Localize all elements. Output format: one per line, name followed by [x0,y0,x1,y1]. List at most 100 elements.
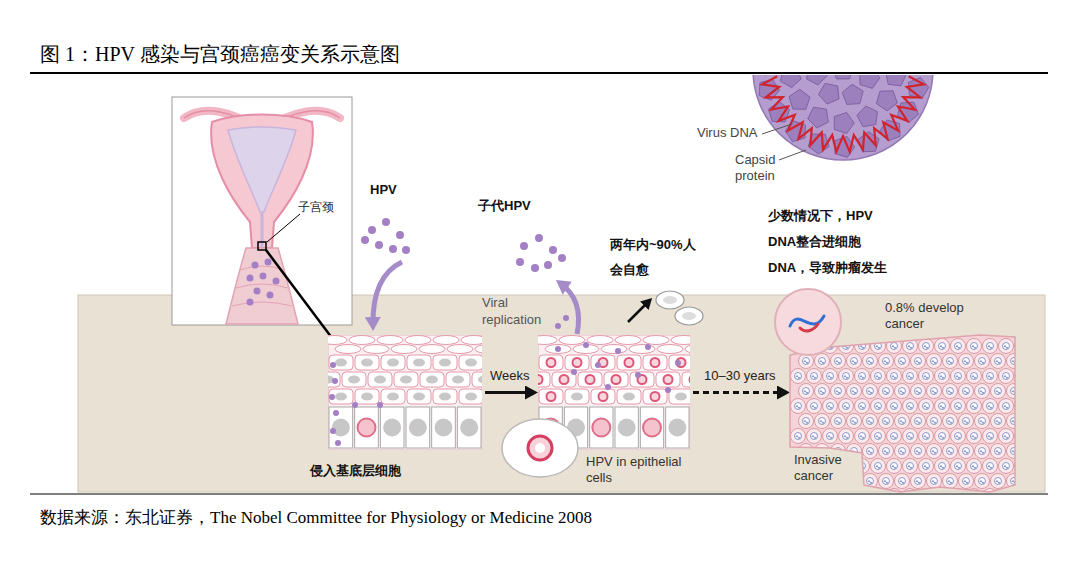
dna-squiggle [796,436,800,439]
cell-nucleus [795,433,802,440]
dna-squiggle [908,406,912,409]
cell-nucleus [963,418,970,425]
leader-line [762,124,792,134]
hpv-dot [558,254,566,262]
cell-nucleus [374,376,386,384]
uterus-drawing [184,111,340,324]
dna-squiggle [908,376,912,379]
dna-squiggle [932,361,936,364]
dna-squiggle [988,436,992,439]
dna-squiggle [940,406,944,409]
basal-cell [355,407,379,448]
cell-nucleus [843,403,850,410]
dna-squiggle [972,406,976,409]
cancer-cell [879,384,894,399]
dna-squiggle [900,421,904,424]
dna-squiggle [1004,406,1008,409]
cancer-cell [863,414,878,429]
cell-nucleus [843,463,850,470]
dna-squiggle [820,391,824,394]
cancer-cell [791,429,806,444]
cell-nucleus [939,493,946,500]
hpv-dot [402,246,410,254]
cancer-cell [831,384,846,399]
inset-frame [172,97,352,325]
squamous-cell [559,336,585,345]
dna-squiggle [836,481,840,484]
hpv-dot [396,231,404,239]
hpv-dot [615,348,621,354]
dna-squiggle [876,496,880,499]
cell-nucleus [979,448,986,455]
epithelial-cell [355,389,379,404]
cancer-cell [863,444,878,459]
cell-nucleus [867,418,874,425]
cell-nucleus [663,296,677,304]
cancer-cell [999,369,1014,384]
cell-nucleus [439,393,451,401]
dna-squiggle [940,346,944,349]
dna-squiggle [828,496,832,499]
hpv-dot [520,242,528,250]
cell-nucleus [335,393,347,401]
cell-nucleus [426,376,438,384]
cell-nucleus [1003,343,1010,350]
cancer-cell [791,489,806,504]
title-rule [30,72,1048,74]
basal-cell [640,407,663,448]
cell-nucleus [819,388,826,395]
epithelial-cell [617,389,641,404]
hpv-dot [645,344,651,350]
hpv-dot [549,246,557,254]
dna-squiggle [988,466,992,469]
hpv-dot [352,402,358,408]
cell-nucleus [891,463,898,470]
cell-nucleus [1003,463,1010,470]
cell-nucleus [859,403,866,410]
epithelial-cell [381,389,405,404]
epithelium-tissue: 侵入基底层细胞 [328,335,482,450]
cancer-cell [919,489,934,504]
cancer-cell [871,459,886,474]
cell-nucleus [1019,373,1026,380]
dna-squiggle [980,391,984,394]
cancer-cell [983,429,998,444]
cancer-cell [983,459,998,474]
dna-squiggle [964,481,968,484]
cancer-cell [807,489,822,504]
capsid-protein [834,113,854,134]
cancer-cell [975,354,990,369]
cancer-cell [855,339,870,354]
hpv-dot [329,394,335,400]
cell-nucleus [995,478,1002,485]
cancer-cell [983,399,998,414]
cleared-cell [675,307,703,325]
cancer-cell [951,369,966,384]
cell-nucleus [348,376,360,384]
epithelial-cell [407,389,431,404]
dna-squiggle [804,391,808,394]
cell-nucleus [939,373,946,380]
time-label: Weeks [490,368,530,384]
dna-squiggle [852,391,856,394]
dna-squiggle [1004,376,1008,379]
cancer-cell [1015,399,1030,414]
tissue-group [316,335,501,450]
dna-squiggle [812,436,816,439]
cancer-cell [839,399,854,414]
dna-squiggle [868,421,872,424]
tumour-mass [790,335,1015,492]
cell-nucleus [883,478,890,485]
cancer-cell [951,339,966,354]
tumour-outline [790,335,1015,492]
hpv-dot [361,236,369,244]
dna-squiggle [868,451,872,454]
cell-nucleus [907,343,914,350]
cell-nucleus [361,393,373,401]
epithelial-cell [381,355,405,370]
epithelial-cell [459,389,482,404]
capsid-protein [860,75,880,88]
cancer-cell [871,489,886,504]
basal-cell [406,407,430,448]
cell-nucleus [891,433,898,440]
